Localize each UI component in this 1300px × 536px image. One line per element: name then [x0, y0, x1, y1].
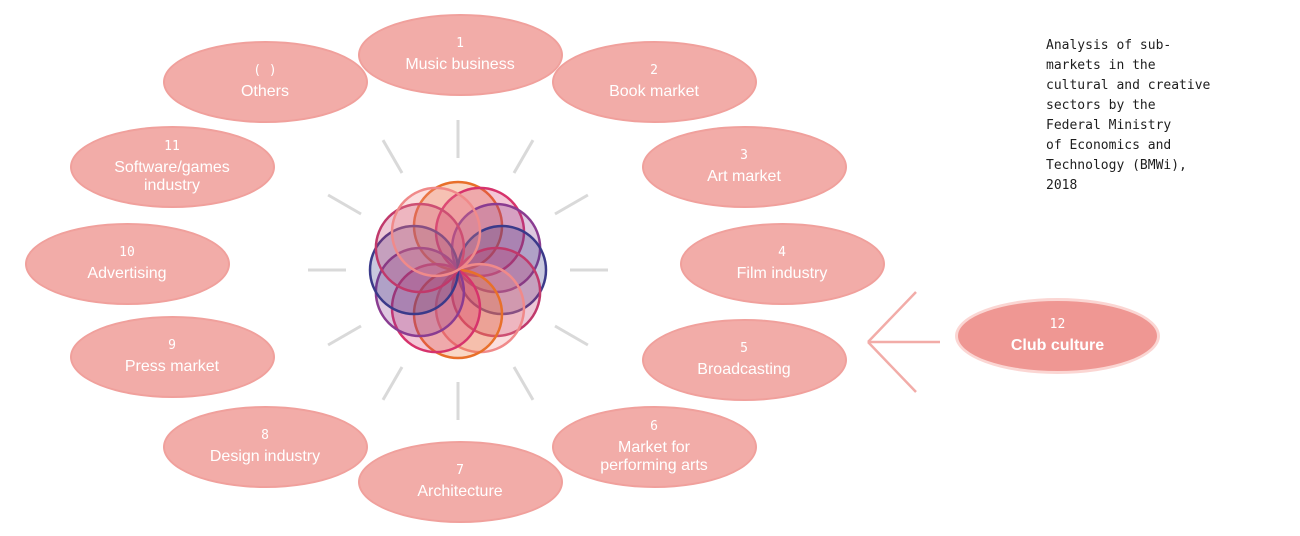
- spoke-line: [381, 139, 404, 174]
- caption-text: Analysis of sub- markets in the cultural…: [1046, 38, 1211, 193]
- spoke-line: [381, 366, 404, 401]
- bubble-number: 6: [650, 419, 658, 434]
- bubble-number: 10: [119, 245, 135, 260]
- bubble-number: 11: [164, 139, 180, 154]
- bubble-label: Software/games industry: [114, 159, 230, 194]
- spoke-line: [327, 193, 362, 216]
- bubble-label: Advertising: [87, 265, 167, 282]
- arrow-line: [867, 291, 917, 343]
- bubble-number: 1: [456, 36, 464, 51]
- spoke-line: [554, 324, 589, 347]
- bubble-number: 4: [778, 245, 786, 260]
- bubble-label: Market for performing arts: [600, 439, 708, 474]
- bubble-number: 3: [740, 148, 748, 163]
- bubble-label: Art market: [707, 168, 781, 185]
- bubble-club-culture: 12 Club culture: [955, 298, 1160, 374]
- bubble-label: Architecture: [417, 483, 503, 500]
- bubble-number: 5: [740, 341, 748, 356]
- bubble-label: Design industry: [209, 448, 321, 465]
- bubble-number: 8: [261, 428, 269, 443]
- arrow-line: [867, 341, 917, 393]
- spoke-line: [554, 193, 589, 216]
- spoke-lines: [308, 120, 608, 420]
- bubble-label: Club culture: [1010, 337, 1105, 354]
- bubble-label: Others: [240, 83, 289, 100]
- bubble-number: 7: [456, 463, 464, 478]
- bubble-submarket: ( ) Others: [162, 41, 368, 123]
- bubble-label: Press market: [124, 358, 220, 375]
- bubble-number: 12: [1049, 317, 1066, 332]
- bubble-number: 2: [650, 63, 658, 78]
- bubble-number: ( ): [253, 63, 277, 78]
- bubble-number: 9: [168, 338, 176, 353]
- arrow-icon: [867, 291, 940, 393]
- bubble-label: Film industry: [736, 265, 828, 282]
- rosette-icon: [368, 180, 548, 360]
- bubble-label: Music business: [405, 56, 515, 73]
- bubble-label: Book market: [609, 83, 699, 100]
- spoke-line: [512, 139, 535, 174]
- spoke-line: [512, 366, 535, 401]
- spoke-line: [327, 324, 362, 347]
- rosette-circle: [374, 202, 466, 294]
- rosette-circle: [390, 186, 482, 278]
- bubble-label: Broadcasting: [697, 361, 791, 378]
